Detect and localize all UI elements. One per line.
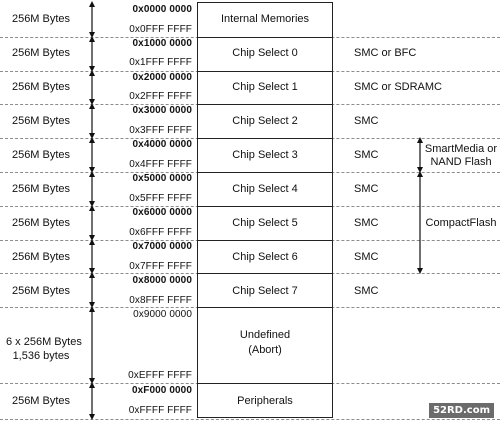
region-label: Peripherals (237, 395, 293, 407)
region-label: Chip Select 0 (232, 47, 298, 59)
controller-label: SMC or BFC (354, 47, 417, 59)
start-address: 0x0000 0000 (132, 4, 192, 15)
row-size: 256M Bytes (11, 115, 71, 127)
start-address: 0x7000 0000 (132, 241, 192, 252)
controller-label: SMC (354, 251, 379, 263)
start-address: 0x6000 0000 (132, 207, 192, 218)
row-size: 256M Bytes (11, 251, 71, 263)
compactflash-label: CompactFlash (425, 217, 497, 229)
controller-label: SMC (354, 115, 379, 127)
start-address: 0x3000 0000 (132, 105, 192, 116)
region-label: Internal Memories (220, 13, 310, 25)
region-label: Chip Select 6 (232, 251, 298, 263)
region-border (197, 37, 333, 38)
smartmedia-label-line-1: SmartMedia or (424, 143, 498, 155)
region-border (197, 383, 333, 384)
row-size: 256M Bytes (11, 13, 71, 25)
start-address: 0x2000 0000 (132, 72, 192, 83)
end-address: 0x7FFF FFFF (129, 261, 192, 272)
row-size: 256M Bytes (11, 285, 71, 297)
start-address: 0x4000 0000 (132, 139, 192, 150)
region-border (197, 71, 333, 72)
region-label-line-1: Undefined (239, 329, 291, 341)
end-address: 0x6FFF FFFF (129, 227, 192, 238)
end-address: 0x1FFF FFFF (129, 57, 192, 68)
row-size: 256M Bytes (11, 81, 71, 93)
start-address: 0x9000 0000 (133, 309, 192, 320)
start-address: 0x8000 0000 (132, 275, 192, 286)
region-label-line-2: (Abort) (248, 344, 282, 356)
row-size-line-2: 1,536 bytes (12, 350, 70, 362)
row-size-line-1: 6 x 256M Bytes (6, 336, 82, 348)
start-address: 0x5000 0000 (132, 173, 192, 184)
controller-label: SMC or SDRAMC (354, 81, 443, 93)
watermark-logo: 52RD.com (429, 403, 494, 418)
region-border (197, 206, 333, 207)
region-label: Chip Select 1 (232, 81, 298, 93)
controller-label: SMC (354, 285, 379, 297)
row-size: 256M Bytes (11, 183, 71, 195)
region-label: Chip Select 4 (232, 183, 298, 195)
region-border (197, 307, 333, 308)
memory-map-box (197, 2, 333, 418)
controller-label: SMC (354, 149, 379, 161)
end-address: 0x4FFF FFFF (129, 159, 192, 170)
region-border (197, 104, 333, 105)
start-address: 0x1000 0000 (132, 38, 192, 49)
end-address: 0xEFFF FFFF (128, 370, 192, 381)
row-size: 256M Bytes (11, 47, 71, 59)
region-label: Chip Select 5 (232, 217, 298, 229)
controller-label: SMC (354, 217, 379, 229)
end-address: 0x3FFF FFFF (129, 125, 192, 136)
row-size: 256M Bytes (11, 149, 71, 161)
end-address: 0x5FFF FFFF (129, 193, 192, 204)
row-divider (0, 419, 500, 420)
row-size: 256M Bytes (11, 395, 71, 407)
region-label: Chip Select 3 (232, 149, 298, 161)
end-address: 0x2FFF FFFF (129, 91, 192, 102)
row-size: 256M Bytes (11, 217, 71, 229)
region-label: Chip Select 7 (232, 285, 298, 297)
region-label: Chip Select 2 (232, 115, 298, 127)
region-border (197, 138, 333, 139)
end-address: 0x0FFF FFFF (129, 24, 192, 35)
region-border (197, 240, 333, 241)
end-address: 0xFFFF FFFF (128, 405, 192, 416)
start-address: 0xF000 0000 (131, 385, 192, 396)
region-border (197, 273, 333, 274)
region-border (197, 172, 333, 173)
smartmedia-label-line-2: NAND Flash (430, 156, 492, 168)
controller-label: SMC (354, 183, 379, 195)
end-address: 0x8FFF FFFF (129, 295, 192, 306)
